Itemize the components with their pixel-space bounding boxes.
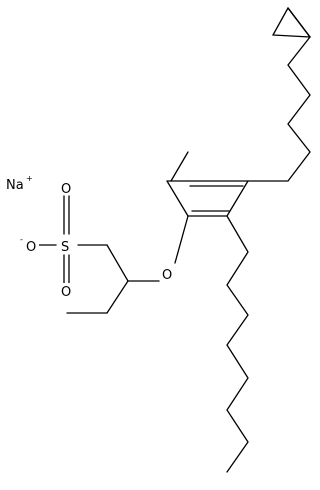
sodium-positive-charge: + xyxy=(26,174,33,183)
ether-backbone xyxy=(66,215,189,314)
sulfur-label: S xyxy=(61,240,69,255)
sulfonyl-oxygen-bottom-label: O xyxy=(61,285,71,300)
ether-oxygen-label: O xyxy=(162,268,172,283)
benzene-ring xyxy=(166,151,249,217)
sodium-label: Na xyxy=(6,178,24,193)
molecule-drawing: O S O O O - Na + xyxy=(6,7,311,473)
oxide-oxygen-label: O xyxy=(26,240,36,255)
structure-diagram: O S O O O - Na + xyxy=(6,7,311,473)
oxide-negative-charge: - xyxy=(20,235,23,244)
lower-heptyl-chain xyxy=(226,215,249,473)
atom-labels: O S O O O - Na + xyxy=(6,174,176,300)
upper-heptyl-zigzag xyxy=(247,7,311,182)
sulfonate-bonds xyxy=(37,195,70,284)
sulfonyl-oxygen-top-label: O xyxy=(61,182,71,197)
